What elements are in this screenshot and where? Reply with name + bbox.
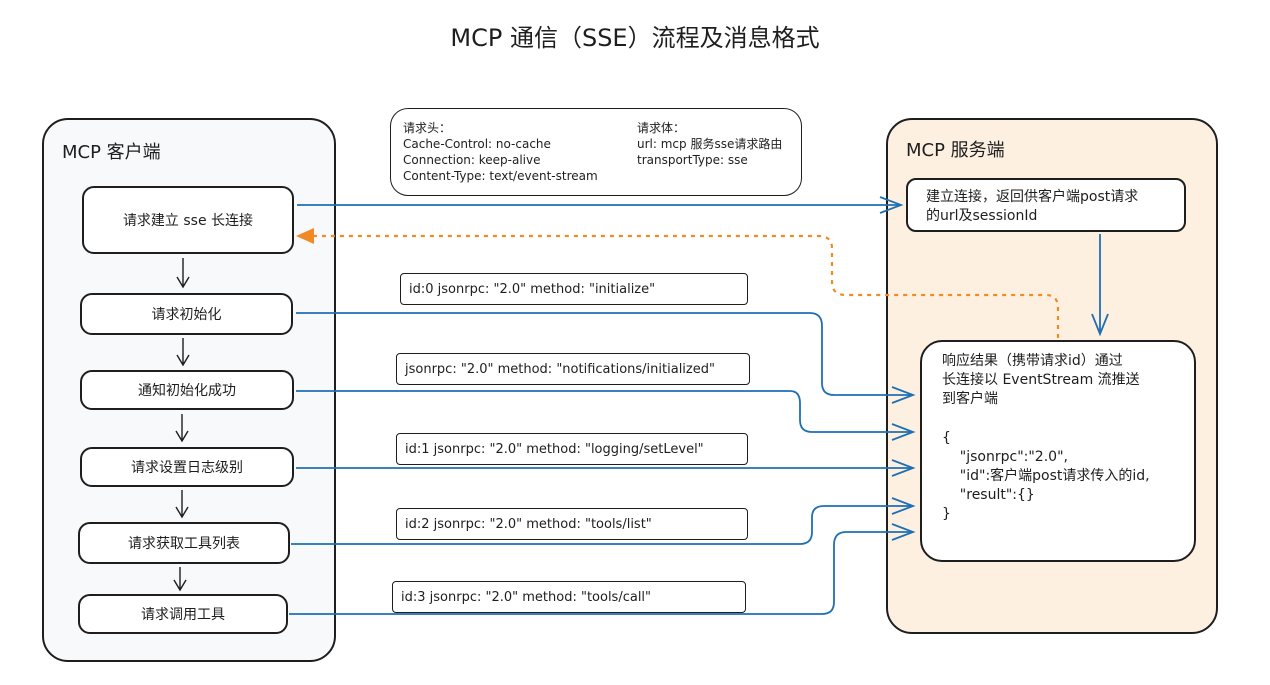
response-text-line: 响应结果（携带请求id）通过 <box>942 353 1123 369</box>
message-initialize: id:0 jsonrpc: "2.0" method: "initialize" <box>400 273 748 305</box>
request-header-list: 请求头： Cache-Control: no-cache Connection:… <box>403 120 598 184</box>
flow-arrow-4 <box>175 490 189 519</box>
response-json-line: "id":客户端post请求传入的id, <box>942 468 1150 484</box>
response-json-line: } <box>942 506 951 522</box>
step-call-tool: 请求调用工具 <box>78 594 288 634</box>
request-header-box: 请求头： Cache-Control: no-cache Connection:… <box>390 108 802 196</box>
arrowhead-connect-to-response <box>1091 313 1109 337</box>
step-initialize: 请求初始化 <box>80 293 293 335</box>
request-body-list: 请求体： url: mcp 服务sse请求路由 transportType: s… <box>637 120 782 168</box>
arrow-tools-call <box>289 531 912 615</box>
message-logging-setlevel: id:1 jsonrpc: "2.0" method: "logging/set… <box>396 433 748 465</box>
connect-response-line: 建立连接，返回供客户端post请求 <box>926 189 1139 205</box>
request-header-line: Connection: keep-alive <box>403 153 541 167</box>
arrowhead-sse-connect <box>879 196 904 214</box>
message-notifications-initialized: jsonrpc: "2.0" method: "notifications/in… <box>396 353 750 385</box>
flow-arrow-1 <box>176 258 190 289</box>
step-list-tools: 请求获取工具列表 <box>78 522 290 564</box>
arrowhead-initialize <box>891 386 916 404</box>
request-body-line: url: mcp 服务sse请求路由 <box>637 137 783 151</box>
arrow-initialized <box>296 390 912 433</box>
message-tools-list: id:2 jsonrpc: "2.0" method: "tools/list" <box>396 508 748 540</box>
step-sse-connect: 请求建立 sse 长连接 <box>82 186 294 254</box>
request-arrows <box>289 196 1109 615</box>
client-panel-title: MCP 客户端 <box>62 142 161 163</box>
server-panel-title: MCP 服务端 <box>906 140 1005 161</box>
response-text-line: 长连接以 EventStream 流推送 <box>942 372 1140 388</box>
step-set-log-level: 请求设置日志级别 <box>80 447 294 487</box>
response-box: 响应结果（携带请求id）通过 长连接以 EventStream 流推送 到客户端… <box>920 340 1196 562</box>
arrow-event-stream <box>302 234 1060 338</box>
request-header-line: Cache-Control: no-cache <box>403 137 551 151</box>
arrowhead-initialized <box>891 423 916 441</box>
arrow-initialize <box>296 312 912 396</box>
diagram-title: MCP 通信（SSE）流程及消息格式 <box>450 24 820 52</box>
request-body-line: transportType: sse <box>637 153 748 167</box>
step-initialized-notify: 通知初始化成功 <box>80 370 294 410</box>
connect-response-line: 的url及sessionId <box>926 208 1038 224</box>
response-json-line: "result":{} <box>942 487 1035 503</box>
flow-arrow-5 <box>173 567 187 592</box>
event-stream-return <box>296 228 1060 338</box>
request-body-line: 请求体： <box>637 121 686 135</box>
arrowhead-event-stream <box>296 228 314 244</box>
arrowhead-tools-list <box>891 497 916 515</box>
response-text-line: 到客户端 <box>942 391 998 407</box>
arrowhead-tools-call <box>891 523 916 541</box>
response-json-line: "jsonrpc":"2.0", <box>942 449 1068 465</box>
client-flow-arrows <box>173 258 190 592</box>
response-json-line: { <box>942 430 951 446</box>
request-header-line: 请求头： <box>403 121 452 135</box>
connect-response-box: 建立连接，返回供客户端post请求 的url及sessionId <box>906 178 1186 232</box>
message-tools-call: id:3 jsonrpc: "2.0" method: "tools/call" <box>392 581 746 613</box>
flow-arrow-3 <box>175 414 189 443</box>
request-header-line: Content-Type: text/event-stream <box>403 169 598 183</box>
arrowhead-setlevel <box>891 459 916 477</box>
arrow-tools-list <box>291 505 912 545</box>
flow-arrow-2 <box>176 338 190 367</box>
